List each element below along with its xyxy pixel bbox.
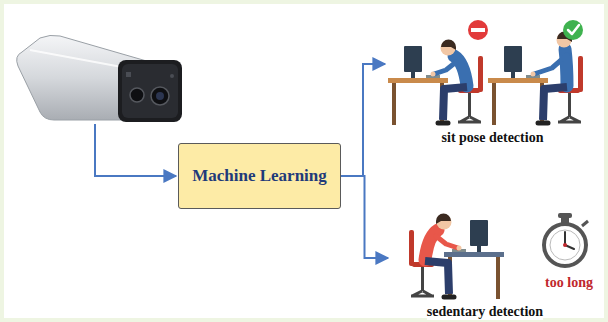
input-arrow (95, 124, 176, 176)
person-at-desk (409, 214, 504, 300)
person-at-desk (488, 32, 583, 126)
process-box: Machine Learning (178, 143, 341, 209)
person-at-desk (388, 40, 483, 126)
output-panel: sit pose detection (385, 2, 600, 146)
warning-label: too long (536, 275, 602, 291)
box-title: Machine Learning (192, 166, 327, 186)
depth-camera (17, 35, 182, 122)
flow-arrow (341, 64, 385, 176)
output-panel: sedentary detection (388, 176, 582, 320)
correct-sign (563, 20, 583, 40)
panel-caption: sit pose detection (442, 129, 544, 146)
panel-caption: sedentary detection (427, 303, 543, 320)
flow-arrow (341, 176, 388, 258)
stopwatch (544, 213, 588, 266)
wrong-sign (468, 20, 488, 40)
